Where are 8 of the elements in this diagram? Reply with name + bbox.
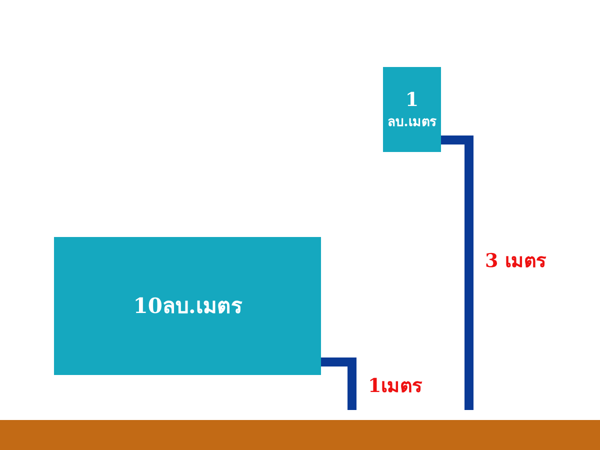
pipe <box>441 136 474 410</box>
large-tank <box>54 237 321 375</box>
dimension-label: 3 เมตร <box>485 249 546 274</box>
tank-label: 10ลบ.เมตร <box>133 292 242 320</box>
dimension-label: 1เมตร <box>368 374 422 399</box>
tank-label: 1 <box>405 88 419 114</box>
tank-label: ลบ.เมตร <box>388 114 436 132</box>
small-tank <box>383 67 441 152</box>
